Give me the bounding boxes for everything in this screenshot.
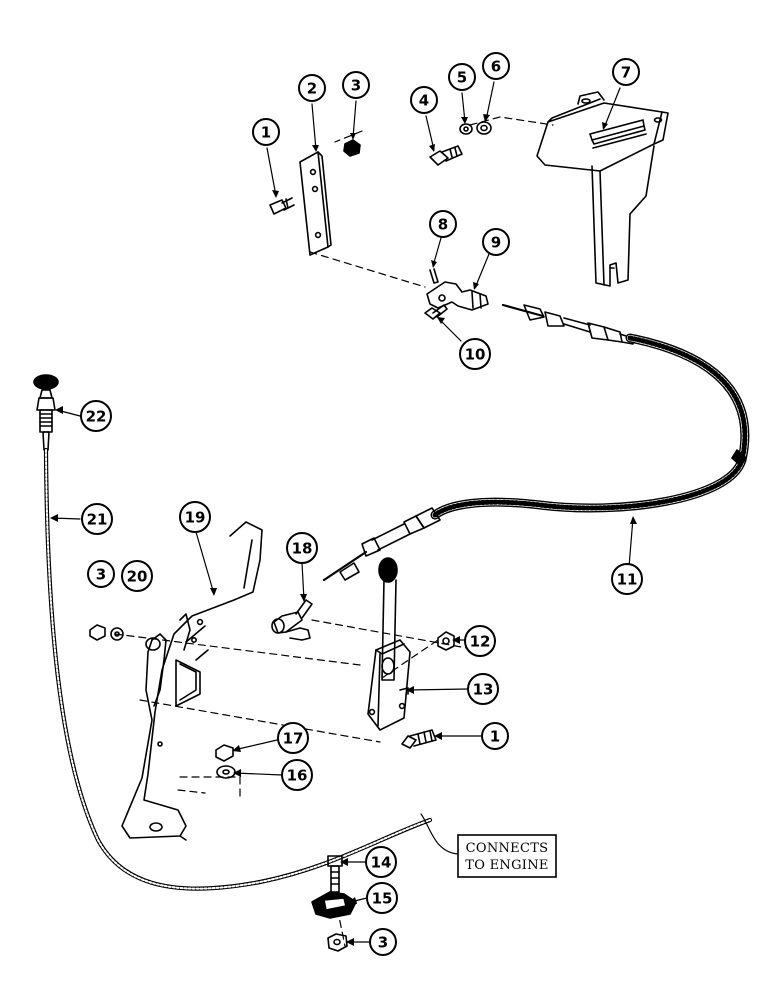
flex-cable-11	[430, 333, 750, 520]
flat-bar	[299, 151, 332, 256]
nut-17	[215, 744, 234, 762]
callout-13: 13	[467, 673, 499, 705]
callout-label: 14	[371, 854, 392, 872]
callout-6: 6	[482, 52, 510, 80]
nut-upper	[343, 139, 361, 157]
pull-knob-22	[33, 374, 59, 451]
callout-label: 6	[491, 58, 501, 76]
callout-label: 7	[621, 64, 631, 82]
callout-18: 18	[286, 532, 318, 564]
callout-label: 3	[378, 934, 388, 952]
bolt-14	[327, 855, 343, 893]
callout-label: 19	[185, 509, 206, 527]
callout-label: 1	[490, 728, 500, 746]
pin-10	[424, 304, 448, 320]
clevis-9	[426, 281, 489, 311]
cable-lower-end	[322, 507, 441, 582]
pedal-arm-19	[121, 521, 263, 841]
callout-1-upper: 1	[252, 118, 280, 146]
callout-1-lower: 1	[481, 722, 509, 750]
callout-label: 11	[617, 571, 638, 589]
bracket-7	[536, 91, 669, 287]
nut-6	[476, 121, 492, 135]
washer-16	[216, 765, 236, 779]
nut-bottom	[327, 933, 348, 952]
callout-3-left: 3	[87, 560, 115, 588]
bolt-upper	[269, 197, 295, 215]
callout-label: 21	[87, 511, 108, 529]
callout-19: 19	[179, 501, 211, 533]
callout-22: 22	[80, 400, 112, 432]
callout-label: 9	[491, 234, 501, 252]
callout-label: 10	[465, 346, 486, 364]
callout-label: 2	[307, 80, 317, 98]
callout-9: 9	[482, 228, 510, 256]
callouts: 1 2 3 4 5 6 7 8	[80, 52, 643, 956]
leader-lines	[51, 81, 634, 943]
callout-11: 11	[611, 563, 643, 595]
callout-label: 18	[292, 540, 313, 558]
callout-5: 5	[448, 63, 476, 91]
bolt-lower	[401, 729, 437, 749]
callout-16: 16	[281, 759, 313, 791]
callout-label: 16	[287, 767, 308, 785]
callout-label: 8	[438, 216, 448, 234]
note-line-1: CONNECTS	[466, 841, 549, 856]
callout-21: 21	[81, 503, 113, 535]
choke-cable-21	[43, 447, 433, 891]
clamp-15	[311, 891, 357, 919]
callout-2: 2	[298, 74, 326, 102]
note-box: CONNECTS TO ENGINE	[457, 834, 557, 878]
callout-17: 17	[277, 722, 309, 754]
cable-upper-end	[501, 303, 634, 345]
nut-left	[89, 624, 106, 641]
hand-lever-13	[367, 557, 411, 731]
bolt-4	[429, 145, 463, 166]
callout-10: 10	[459, 338, 491, 370]
callout-15: 15	[366, 882, 398, 914]
callout-label: 17	[283, 730, 304, 748]
callout-12: 12	[464, 625, 496, 657]
callout-20: 20	[121, 560, 153, 592]
note-line-2: TO ENGINE	[465, 858, 548, 873]
callout-14: 14	[365, 846, 397, 878]
callout-8: 8	[429, 210, 457, 238]
callout-label: 12	[470, 633, 491, 651]
callout-3-upper: 3	[342, 71, 370, 99]
callout-label: 20	[127, 568, 148, 586]
callout-label: 5	[457, 69, 467, 87]
callout-label: 22	[86, 408, 107, 426]
callout-label: 15	[372, 890, 393, 908]
callout-label: 13	[473, 681, 494, 699]
swivel-18	[271, 599, 313, 641]
callout-label: 3	[96, 566, 106, 584]
callout-label: 3	[351, 77, 361, 95]
callout-4: 4	[410, 86, 438, 114]
callout-3-bottom: 3	[369, 928, 397, 956]
washer-20	[110, 627, 124, 641]
leader-arrowheads	[50, 114, 637, 946]
cotter-pin-8	[429, 268, 439, 284]
callout-label: 1	[261, 124, 271, 142]
nut-12	[437, 631, 455, 651]
callout-label: 4	[419, 92, 429, 110]
callout-7: 7	[612, 58, 640, 86]
washer-5	[459, 123, 473, 135]
